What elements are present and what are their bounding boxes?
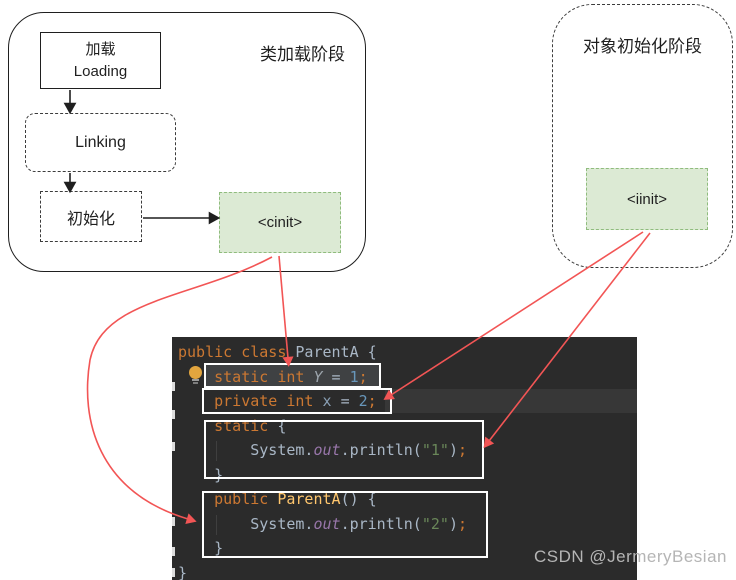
watermark: CSDN @JermeryBesian	[533, 547, 727, 566]
code-token: "1"	[421, 441, 449, 459]
code-token: System.	[250, 441, 314, 459]
loading-box-label-cn: 加载	[85, 40, 116, 58]
cinit-box-label: <cinit>	[257, 214, 303, 231]
code-token: ;	[457, 441, 467, 459]
code-token: ParentA {	[295, 343, 377, 361]
code-token: )	[448, 441, 458, 459]
gutter-mark	[172, 442, 175, 451]
code-token	[178, 515, 250, 533]
gutter-mark	[172, 382, 175, 391]
code-token: =	[331, 367, 350, 386]
code-token: {	[277, 416, 287, 435]
code-token: ;	[358, 367, 368, 386]
code-token: 1	[349, 367, 359, 386]
gutter-mark	[172, 517, 175, 526]
object-init-panel-title: 对象初始化阶段	[583, 37, 702, 56]
gutter-mark	[172, 547, 175, 556]
code-token: ParentA	[277, 490, 341, 508]
code-token: ;	[457, 514, 467, 533]
initialization-box: 初始化	[40, 191, 142, 242]
indent-guide	[216, 515, 217, 535]
code-token	[178, 490, 214, 508]
code-token: =	[340, 392, 359, 410]
code-token: x	[322, 392, 341, 410]
code-line: System.out.println("1");	[178, 438, 467, 463]
iinit-box: <iinit>	[586, 168, 708, 230]
code-line: static int Y = 1;	[178, 365, 467, 390]
code-line: public class ParentA {	[178, 340, 467, 365]
code-token: }	[214, 539, 224, 557]
iinit-box-label: <iinit>	[626, 190, 668, 208]
code-line: }	[178, 463, 467, 488]
code-token: .println(	[340, 514, 422, 533]
code-token: out	[313, 514, 341, 533]
loading-box: 加载 Loading	[40, 32, 161, 89]
code-token	[178, 466, 214, 484]
code-line: }	[178, 561, 467, 580]
code-line: static {	[178, 414, 467, 439]
gutter-mark	[172, 568, 175, 577]
code-line: public ParentA() {	[178, 487, 467, 512]
code-token: 2	[358, 392, 368, 410]
code-token: }	[214, 465, 224, 484]
indent-guide	[216, 441, 217, 461]
code-token	[178, 539, 214, 557]
code-token	[178, 417, 214, 435]
code-token: public	[214, 490, 278, 508]
code-token: () {	[340, 490, 377, 508]
code-token	[178, 392, 214, 410]
cinit-box: <cinit>	[219, 192, 341, 253]
code-token: public class	[178, 343, 296, 361]
code-token: "2"	[421, 514, 449, 533]
code-token: }	[178, 563, 188, 580]
code-token: static int	[214, 367, 314, 386]
lightbulb-base	[193, 382, 198, 384]
lightbulb-icon	[189, 366, 203, 385]
linking-box: Linking	[25, 113, 176, 172]
loading-box-label-en: Loading	[73, 62, 128, 80]
code-token: private int	[214, 392, 323, 410]
code-token: static	[214, 416, 278, 435]
initialization-box-label: 初始化	[66, 210, 115, 228]
code-lines: public class ParentA { static int Y = 1;…	[178, 340, 467, 580]
lightbulb-glass	[189, 366, 202, 379]
code-line: private int x = 2;	[178, 389, 467, 414]
code-token	[178, 441, 250, 459]
linking-box-label: Linking	[75, 133, 126, 151]
code-token: out	[313, 441, 341, 459]
code-token: System.	[250, 514, 314, 533]
code-token: ;	[367, 392, 377, 410]
class-loading-panel-title: 类加载阶段	[260, 45, 345, 64]
code-token: .println(	[340, 441, 422, 459]
code-editor-screenshot: public class ParentA { static int Y = 1;…	[172, 337, 637, 580]
code-token: Y	[313, 367, 332, 386]
code-line: System.out.println("2");	[178, 512, 467, 537]
code-line: }	[178, 536, 467, 561]
lightbulb-base	[192, 379, 199, 381]
gutter-mark	[172, 410, 175, 419]
code-token: )	[448, 514, 458, 533]
loading-box-label: 加载 Loading	[74, 39, 127, 83]
